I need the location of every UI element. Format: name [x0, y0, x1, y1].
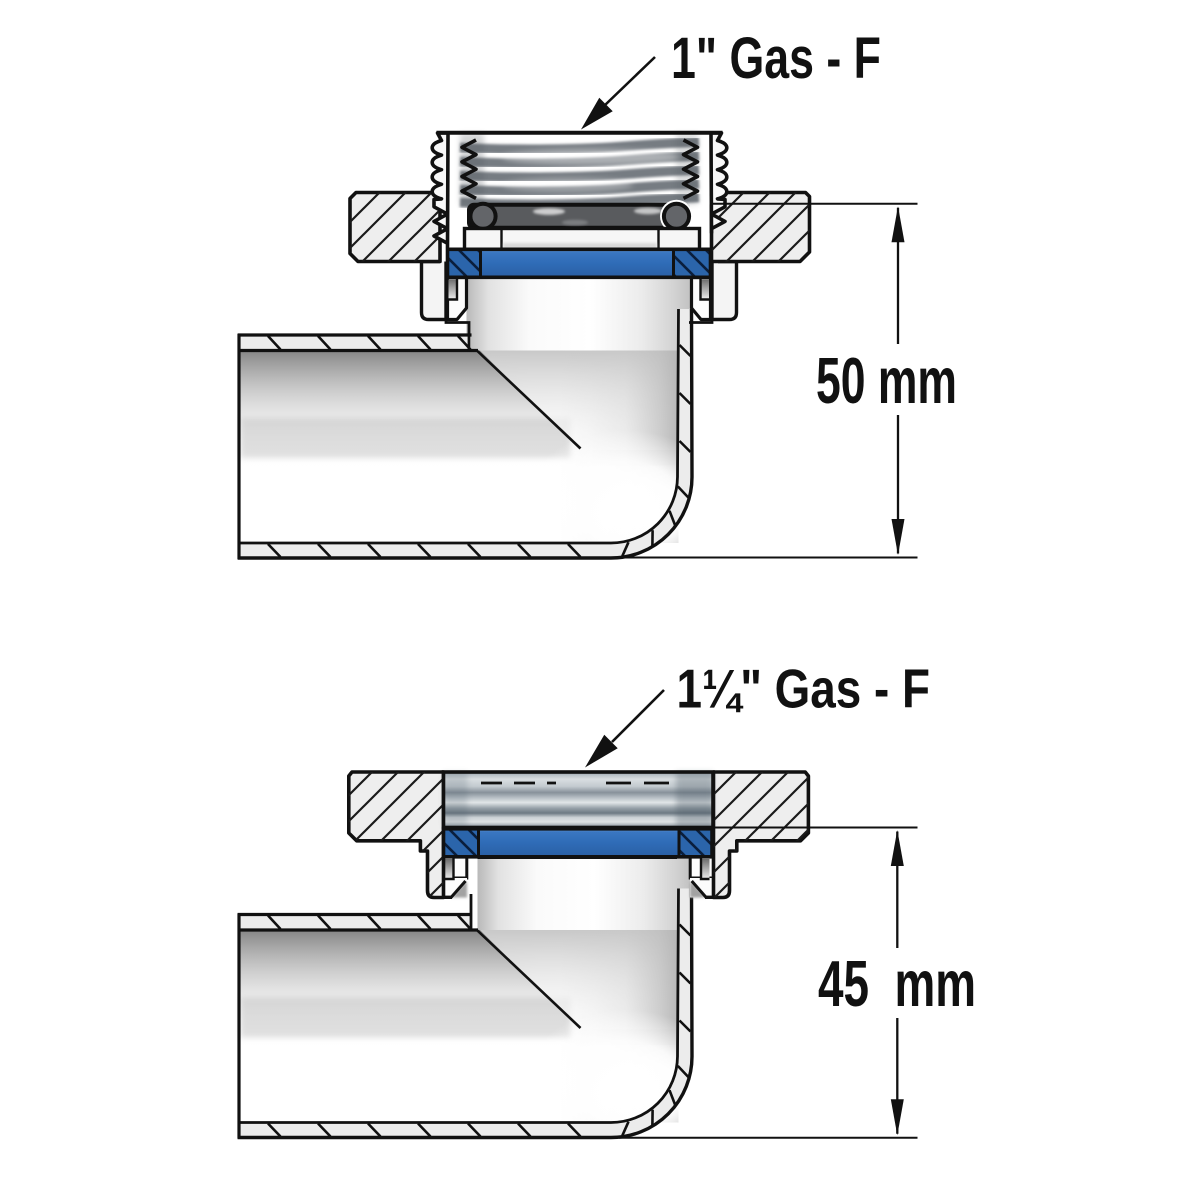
svg-text:1" Gas - F: 1" Gas - F	[671, 26, 881, 91]
svg-text:50 mm: 50 mm	[816, 345, 957, 417]
svg-text:1¼" Gas - F: 1¼" Gas - F	[677, 658, 931, 720]
svg-text:45 mm: 45 mm	[818, 948, 976, 1020]
